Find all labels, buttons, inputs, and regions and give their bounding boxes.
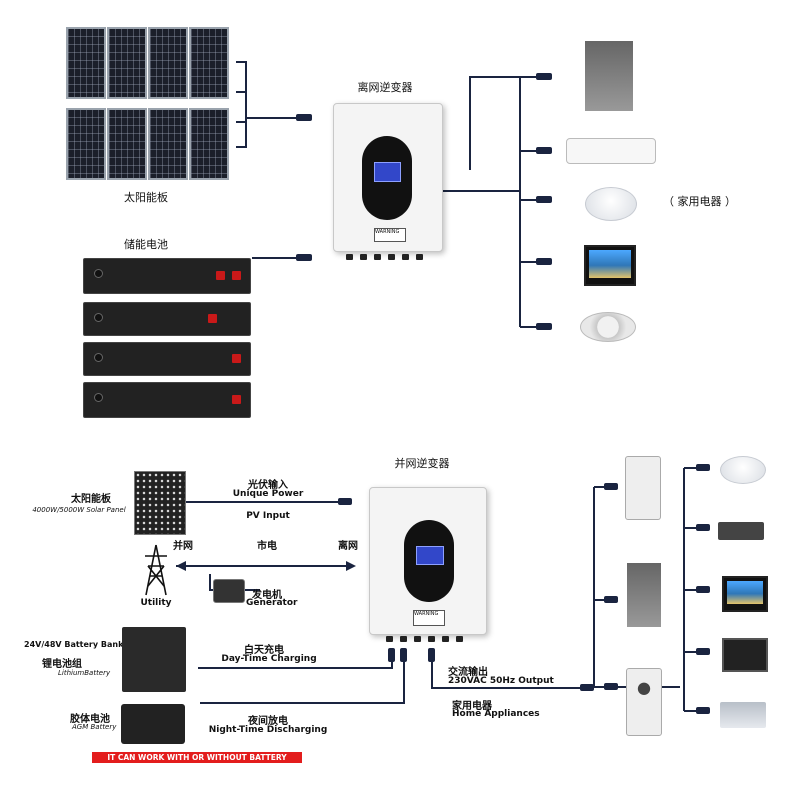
- lithium-cn: 锂电池组: [42, 659, 82, 670]
- battery-module: [83, 258, 251, 294]
- battery-module: [83, 342, 251, 376]
- ac-output-en: 230VAC 50Hz Output: [448, 676, 554, 686]
- offgrid-inverter: WARNING: [333, 103, 443, 252]
- warning-label: WARNING: [413, 610, 445, 626]
- ceiling-lamp-icon: [720, 456, 766, 484]
- solar-panel: [148, 108, 188, 180]
- tv-icon: [584, 245, 636, 286]
- solar-panel: [134, 471, 186, 535]
- night-cn: 夜间放电: [248, 716, 288, 727]
- inverter-screen: [416, 546, 444, 565]
- appliances-en: Home Appliances: [452, 709, 540, 719]
- battery-warning-bar: IT CAN WORK WITH OR WITHOUT BATTERY: [92, 752, 302, 763]
- battery-module: [83, 382, 251, 418]
- pv-input-cn: 光伏输入: [248, 480, 288, 491]
- home-appliances-label: （ 家用电器 ）: [663, 195, 736, 208]
- battery-module: [83, 302, 251, 336]
- solar-label-en: 4000W/5000W Solar Panel: [32, 506, 126, 514]
- solar-panel: [189, 27, 229, 99]
- solar-label-cn: 太阳能板: [71, 494, 111, 505]
- grid-inverter: WARNING: [369, 487, 487, 635]
- solar-panel: [66, 27, 106, 99]
- solar-panel: [107, 108, 147, 180]
- offgrid-inverter-label: 离网逆变器: [357, 81, 413, 94]
- solar-panel: [107, 27, 147, 99]
- daytime-en: Day-Time Charging: [221, 654, 317, 664]
- generator-icon: [213, 579, 245, 603]
- generator-en: Generator: [246, 598, 298, 608]
- utility-tower-icon: [145, 544, 167, 596]
- solar-label: 太阳能板: [124, 191, 168, 204]
- inverter-screen: [374, 162, 401, 182]
- generator-cn: 发电机: [252, 590, 282, 601]
- fridge-icon: [627, 563, 661, 627]
- fridge-icon: [585, 41, 633, 111]
- grid-label: 并网: [173, 541, 193, 552]
- solar-panel: [66, 108, 106, 180]
- offgrid-label: 离网: [338, 541, 358, 552]
- lithium-battery-icon: [122, 627, 186, 692]
- storage-battery-label: 储能电池: [124, 238, 168, 251]
- ceiling-lamp-icon: [585, 187, 637, 221]
- agm-en: AGM Battery: [72, 723, 117, 731]
- pv-input-en2: PV Input: [246, 511, 290, 521]
- standing-fan-icon: [626, 668, 662, 736]
- ac-output-cn: 交流输出: [448, 667, 488, 678]
- utility-label: Utility: [140, 598, 172, 608]
- solar-panel: [148, 27, 188, 99]
- air-conditioner-icon: [566, 138, 656, 164]
- tv-icon: [722, 576, 768, 612]
- air-conditioner-icon: [625, 456, 661, 520]
- agm-battery-icon: [121, 704, 185, 744]
- lithium-en: LithiumBattery: [58, 669, 111, 677]
- agm-cn: 胶体电池: [70, 714, 110, 725]
- desktop-computer-icon: [722, 638, 768, 672]
- ceiling-fan-icon: [580, 312, 636, 342]
- dvd-player-icon: [718, 522, 764, 540]
- night-en: Night-Time Discharging: [208, 725, 328, 735]
- appliances-cn: 家用电器: [452, 701, 492, 712]
- mains-label: 市电: [257, 541, 277, 552]
- laptop-icon: [720, 702, 766, 728]
- daytime-cn: 白天充电: [244, 645, 284, 656]
- warning-label: WARNING: [374, 228, 406, 242]
- battery-bank-en: 24V/48V Battery Bank: [24, 640, 124, 649]
- grid-inverter-label: 并网逆变器: [394, 457, 450, 470]
- pv-input-en1: Unique Power: [232, 489, 304, 499]
- solar-panel: [189, 108, 229, 180]
